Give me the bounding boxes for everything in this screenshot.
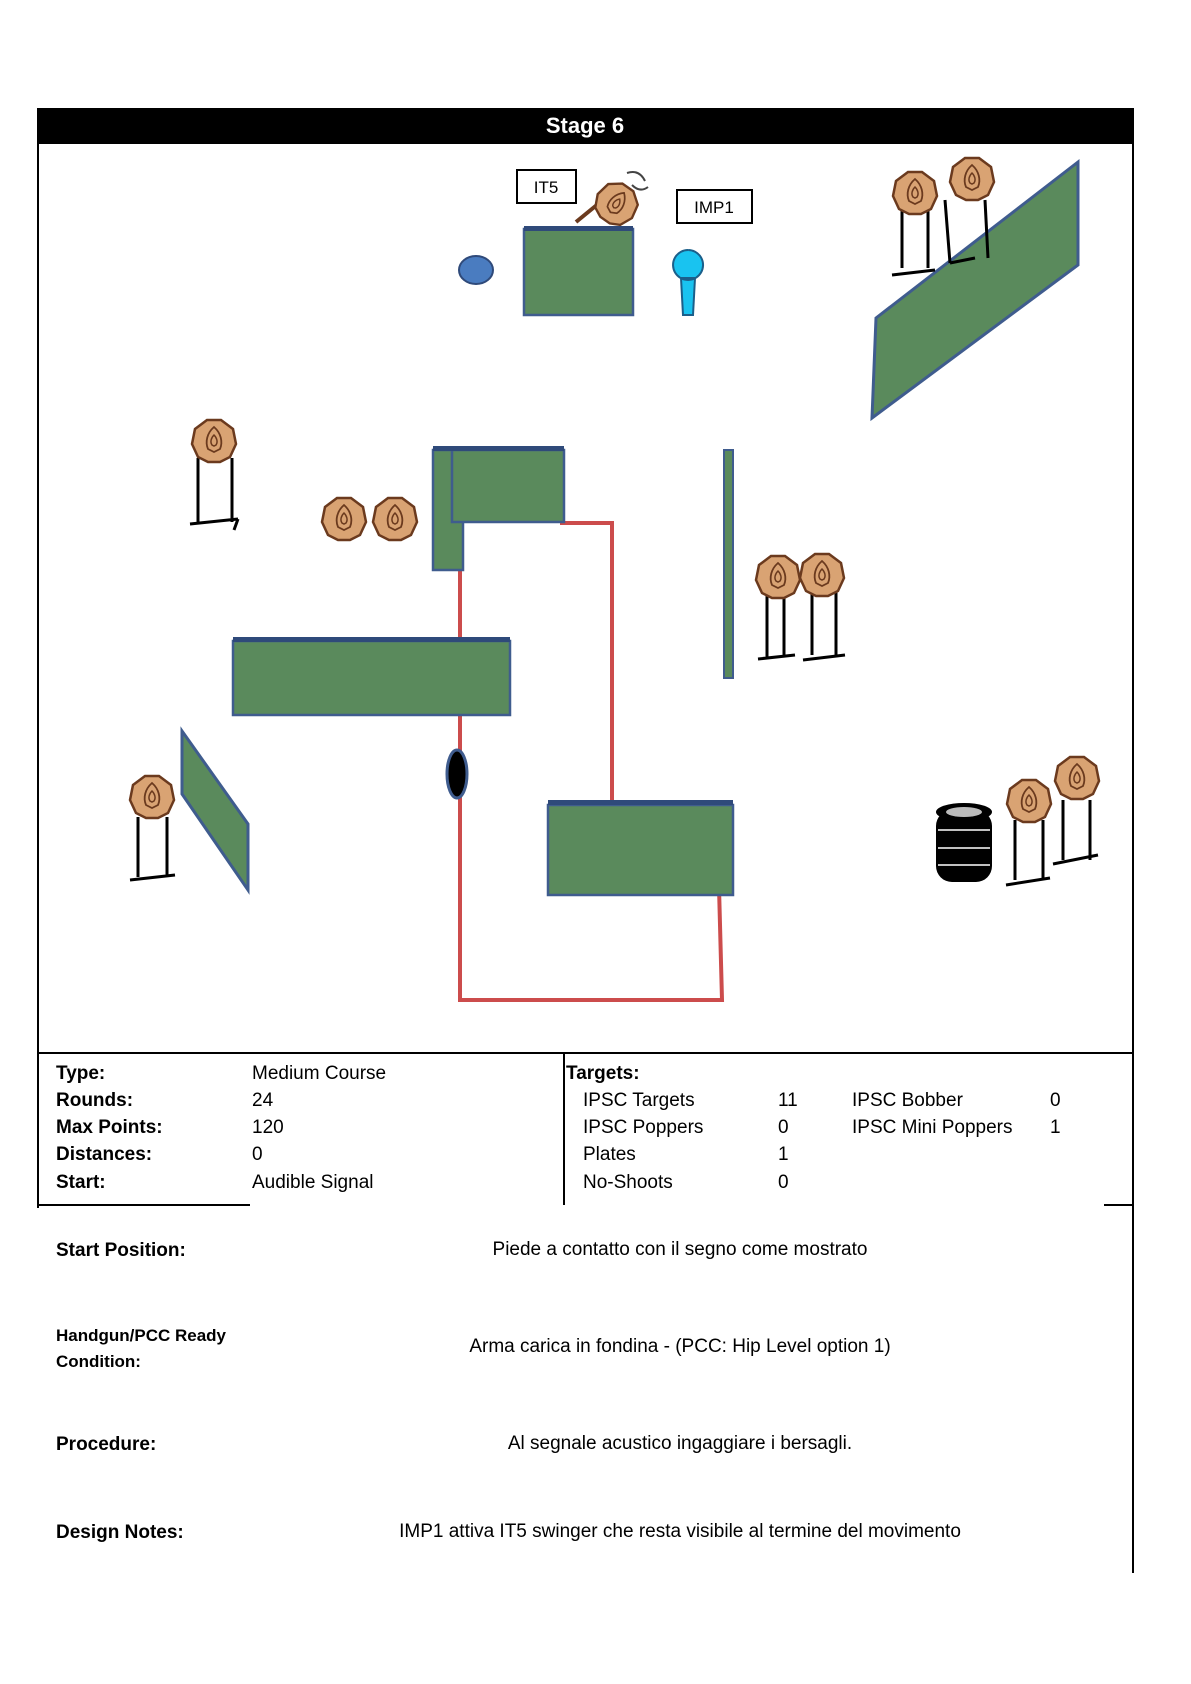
imp1-label-box [676, 189, 753, 224]
info-column-divider [563, 1053, 565, 1205]
rounds-value: 24 [252, 1090, 274, 1111]
wall [522, 227, 635, 317]
ipsc-target [891, 170, 939, 216]
stage-diagram: IT5 IMP1 [128, 156, 1101, 1002]
targets-heading: Targets: [566, 1063, 640, 1084]
diagram-bottom-border [37, 1052, 1134, 1054]
procedure-value: Al segnale acustico ingaggiare i bersagl… [507, 1433, 853, 1454]
plate [458, 255, 494, 285]
target-name: IPSC Mini Poppers [852, 1117, 1013, 1138]
wall-slanted [870, 158, 1080, 422]
frame-left-border [37, 108, 39, 1208]
start-position-value: Piede a contatto con il segno come mostr… [492, 1239, 868, 1260]
mini-popper [672, 249, 704, 316]
start-position-label: Start Position: [56, 1240, 186, 1261]
target-count: 0 [778, 1172, 789, 1193]
info-bottom-border-right [1104, 1204, 1134, 1206]
ipsc-target [190, 418, 238, 464]
target-name: IPSC Targets [583, 1090, 695, 1111]
target-name: IPSC Poppers [583, 1117, 704, 1138]
wall [450, 448, 566, 524]
target-name: IPSC Bobber [852, 1090, 963, 1111]
ipsc-target [320, 496, 368, 542]
imp1-label: IMP1 [694, 198, 734, 217]
design-notes-value: IMP1 attiva IT5 swinger che resta visibi… [399, 1521, 961, 1542]
target-name: No-Shoots [583, 1172, 673, 1193]
ipsc-target [754, 554, 802, 600]
ready-condition-label-line1: Handgun/PCC Ready [56, 1326, 227, 1345]
fault-line [458, 520, 725, 1002]
frame-right-border [1132, 108, 1134, 1573]
max-points-value: 120 [252, 1117, 284, 1138]
it5-label: IT5 [534, 178, 559, 197]
rounds-label: Rounds: [56, 1090, 134, 1111]
design-notes-label: Design Notes: [56, 1522, 184, 1543]
info-bottom-border-left [37, 1204, 250, 1206]
type-value: Medium Course [252, 1063, 387, 1084]
start-value: Audible Signal [252, 1172, 374, 1193]
wall-slanted [180, 726, 250, 895]
target-stands [129, 199, 1099, 887]
ipsc-target [1005, 778, 1053, 824]
target-count: 11 [778, 1090, 798, 1111]
stage-title: Stage 6 [37, 108, 1133, 144]
wall [231, 639, 512, 717]
it5-label-box [516, 169, 577, 204]
ipsc-target [948, 156, 996, 202]
ready-condition-value: Arma carica in fondina - (PCC: Hip Level… [469, 1336, 891, 1357]
fault-line-inner [560, 521, 614, 803]
target-count: 0 [1050, 1090, 1061, 1111]
tire-stack [936, 803, 992, 882]
ipsc-target [1053, 755, 1101, 801]
target-count: 1 [1050, 1117, 1061, 1138]
procedure-label: Procedure: [56, 1434, 157, 1455]
target-count: 0 [778, 1117, 789, 1138]
target-count: 1 [778, 1144, 789, 1165]
ready-condition-label-line2: Condition: [56, 1352, 141, 1371]
ipsc-target [371, 496, 419, 542]
target-name: Plates [583, 1144, 636, 1165]
max-points-label: Max Points: [56, 1117, 163, 1138]
start-label: Start: [56, 1172, 106, 1193]
distances-label: Distances: [56, 1144, 153, 1165]
ipsc-target [798, 552, 846, 598]
ipsc-target [128, 774, 176, 820]
wall [546, 803, 735, 897]
start-marker [445, 748, 469, 800]
type-label: Type: [56, 1063, 106, 1084]
wall-thin [723, 449, 734, 679]
distances-value: 0 [252, 1144, 263, 1165]
